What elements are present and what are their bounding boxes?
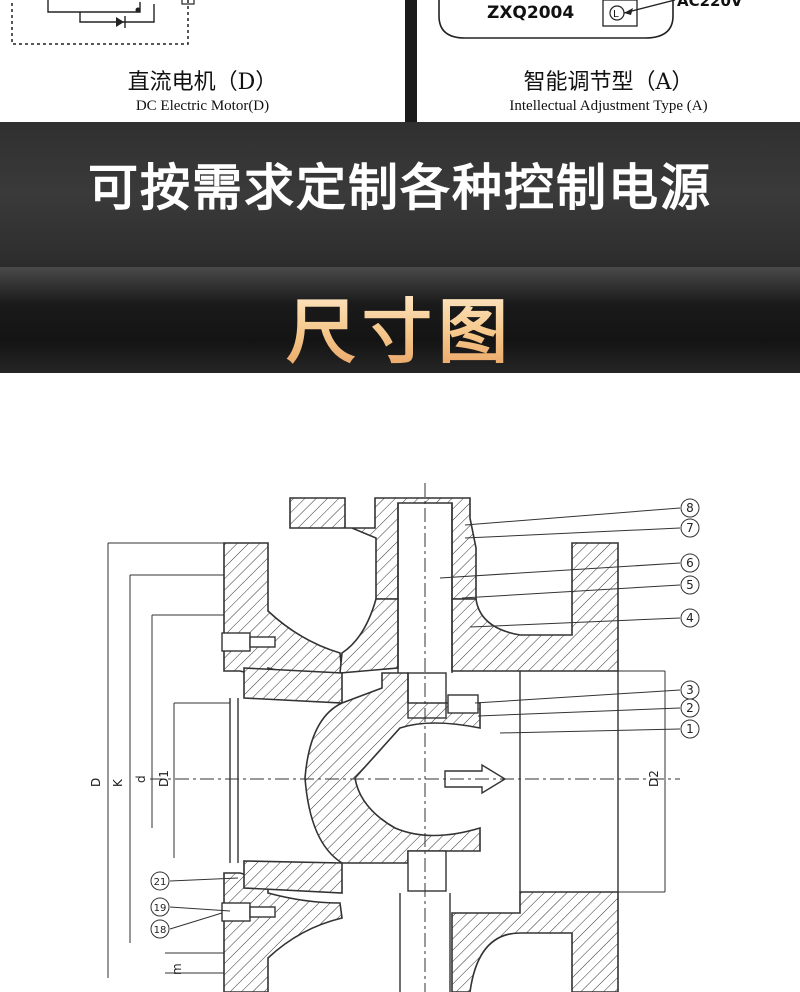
callout-6: 6 — [686, 556, 694, 570]
dim-label-d2: D2 — [647, 770, 661, 787]
dim-label-d-outer: D — [89, 778, 103, 787]
left-seat-upper — [243, 667, 343, 704]
stem-lower-block — [407, 850, 447, 892]
dim-label-m: m — [170, 963, 184, 975]
callout-3: 3 — [686, 683, 694, 697]
callout-5: 5 — [686, 578, 694, 592]
pin-part — [447, 694, 479, 714]
dimension-section-title: 尺寸图 — [0, 276, 800, 377]
voltage-label: AC220V — [677, 0, 743, 10]
smart-adjust-wiring-diagram: ZXQ2004 L AC220V — [438, 0, 743, 39]
custom-power-banner — [0, 122, 800, 267]
smart-adjust-caption-cn: 智能调节型（A） — [523, 70, 694, 95]
upper-neck-left — [339, 598, 399, 674]
top-flange-part — [289, 497, 477, 600]
model-label: ZXQ2004 — [487, 3, 574, 23]
custom-power-banner-text: 可按需求定制各种控制电源 — [88, 159, 712, 217]
top-panel-row: 直流电机（D） DC Electric Motor(D) ZXQ2004 L A… — [0, 0, 800, 122]
left-lower-body — [223, 872, 343, 992]
terminal-l-label: L — [613, 9, 619, 20]
smart-adjust-panel: ZXQ2004 L AC220V 智能调节型（A） Intellectual A… — [417, 0, 800, 122]
dim-label-d1: D1 — [157, 770, 171, 787]
right-lower-body — [451, 891, 619, 992]
callout-1: 1 — [686, 722, 694, 736]
bolt-lower-left — [221, 902, 251, 922]
callout-19: 19 — [154, 903, 167, 914]
callout-2: 2 — [686, 701, 694, 715]
dc-motor-caption-en: DC Electric Motor(D) — [135, 98, 270, 114]
left-upper-body — [223, 542, 343, 680]
left-seat-lower — [243, 860, 343, 894]
dc-motor-wiring-diagram — [11, 0, 195, 45]
dc-motor-panel: 直流电机（D） DC Electric Motor(D) — [0, 0, 405, 122]
valve-section-drawing: D K d D1 D2 m 8 7 6 5 4 3 2 1 — [89, 483, 700, 992]
dimension-label-group: D K d D1 D2 m — [89, 770, 661, 975]
dim-label-d: d — [134, 775, 148, 783]
callout-18: 18 — [154, 925, 167, 936]
dimension-lines — [107, 542, 666, 978]
callout-4: 4 — [686, 611, 694, 625]
callout-21: 21 — [154, 877, 167, 888]
dimension-section-banner — [0, 267, 800, 373]
stem-upper-block — [407, 672, 447, 719]
dim-label-k: K — [111, 778, 125, 787]
bolt-upper-left — [221, 632, 251, 652]
dc-motor-caption-cn: 直流电机（D） — [127, 70, 278, 95]
upper-neck-right — [451, 542, 619, 672]
smart-adjust-caption-en: Intellectual Adjustment Type (A) — [509, 98, 708, 114]
callout-7: 7 — [686, 521, 694, 535]
callout-8: 8 — [686, 501, 694, 515]
part-callouts: 8 7 6 5 4 3 2 1 21 19 18 — [150, 498, 700, 939]
